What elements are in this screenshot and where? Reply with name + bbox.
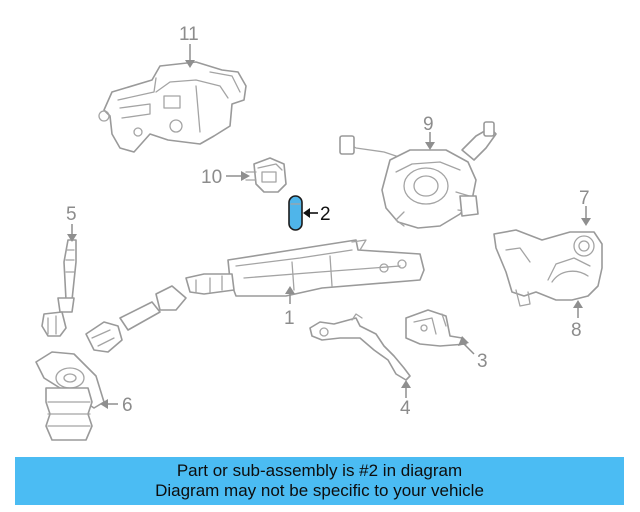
arrowhead-10	[241, 171, 250, 181]
banner-line-1: Part or sub-assembly is #2 in diagram	[176, 461, 463, 480]
callout-9[interactable]: 9	[423, 114, 434, 135]
info-banner: Part or sub-assembly is #2 in diagram Di…	[15, 457, 624, 505]
arrowhead-11	[185, 60, 195, 68]
part-1-steering-column[interactable]	[85, 239, 425, 353]
arrowhead-9	[425, 142, 435, 150]
part-4-lever[interactable]	[309, 313, 411, 381]
callout-4[interactable]: 4	[400, 398, 411, 419]
arrowhead-5	[67, 234, 77, 242]
part-10-switch[interactable]	[245, 157, 287, 193]
callout-3[interactable]: 3	[477, 351, 488, 372]
part-2-body[interactable]	[288, 195, 303, 231]
part-7-8-column-shroud[interactable]	[493, 229, 603, 307]
arrowhead-3	[458, 336, 469, 346]
part-3-bracket[interactable]	[405, 309, 467, 347]
callout-5[interactable]: 5	[66, 204, 77, 225]
arrowhead-8	[573, 300, 583, 308]
callout-7[interactable]: 7	[579, 188, 590, 209]
banner-line-2: Diagram may not be specific to your vehi…	[155, 481, 484, 500]
callout-11[interactable]: 11	[179, 24, 199, 45]
callout-6[interactable]: 6	[122, 395, 133, 416]
part-11-module[interactable]	[98, 61, 247, 153]
part-2-highlighted[interactable]	[288, 195, 303, 231]
callout-2[interactable]: 2	[320, 204, 331, 225]
arrowhead-2	[303, 208, 310, 218]
part-6-boot[interactable]	[35, 351, 105, 441]
callout-10[interactable]: 10	[201, 167, 222, 188]
arrowhead-7	[581, 218, 591, 226]
callout-8[interactable]: 8	[571, 320, 582, 341]
parts-diagram: 11 10 9 2	[35, 24, 603, 441]
part-9-multifunction-switch[interactable]	[339, 121, 497, 229]
arrowhead-6	[100, 399, 108, 409]
callout-1[interactable]: 1	[284, 308, 295, 329]
arrowhead-1	[285, 286, 295, 294]
arrowhead-4	[401, 380, 411, 388]
part-5-shaft[interactable]	[41, 239, 77, 337]
